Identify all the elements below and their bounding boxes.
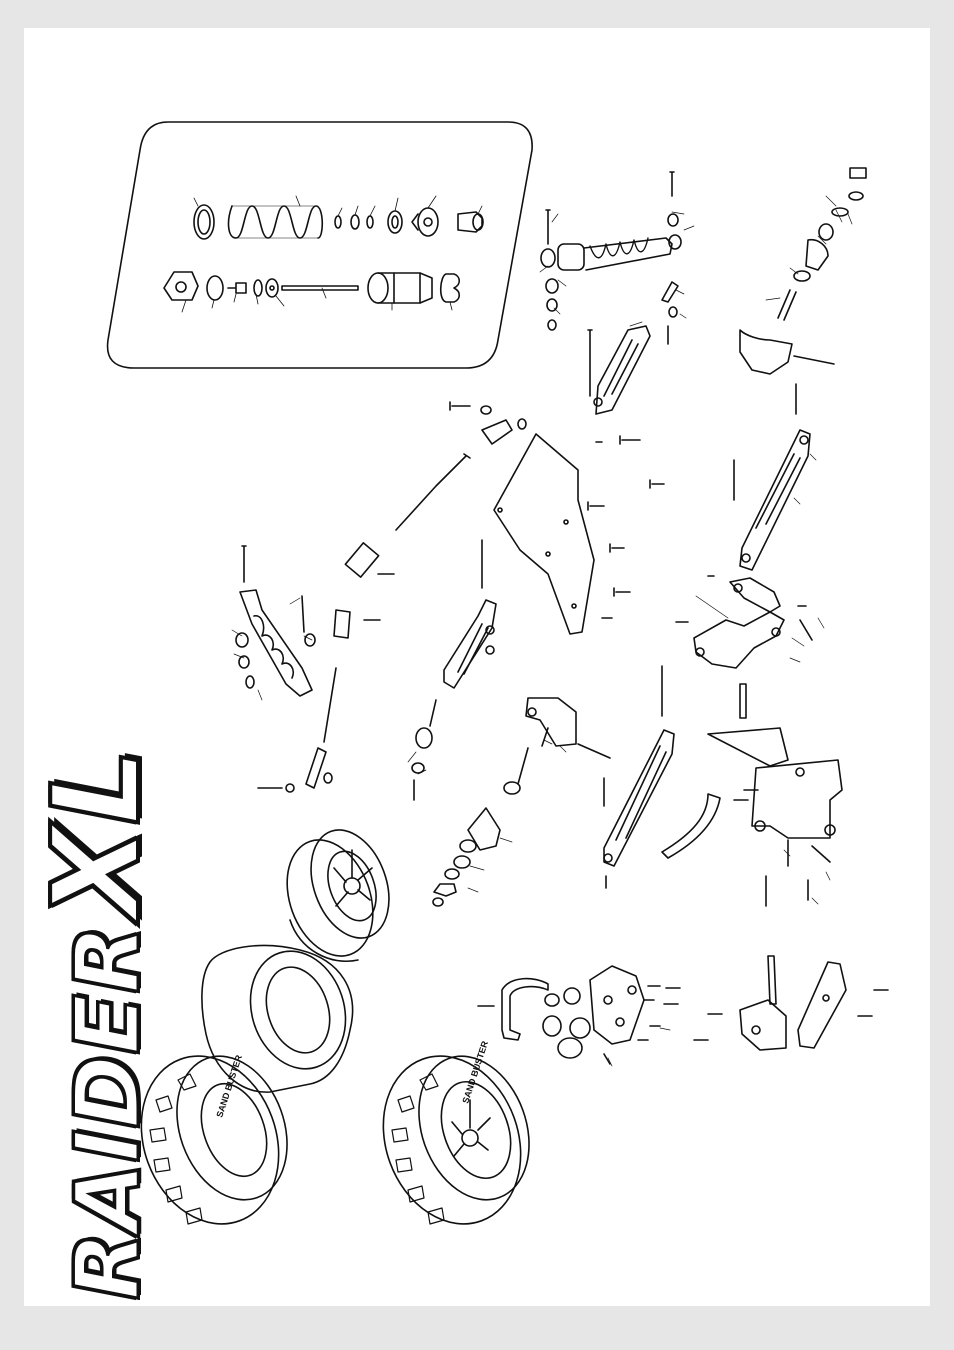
logo-suffix-text: XL	[28, 747, 167, 918]
page	[24, 28, 930, 1306]
brand-logo: RAIDERXL	[38, 1300, 39, 1301]
logo-main-text: RAIDER	[56, 924, 159, 1300]
